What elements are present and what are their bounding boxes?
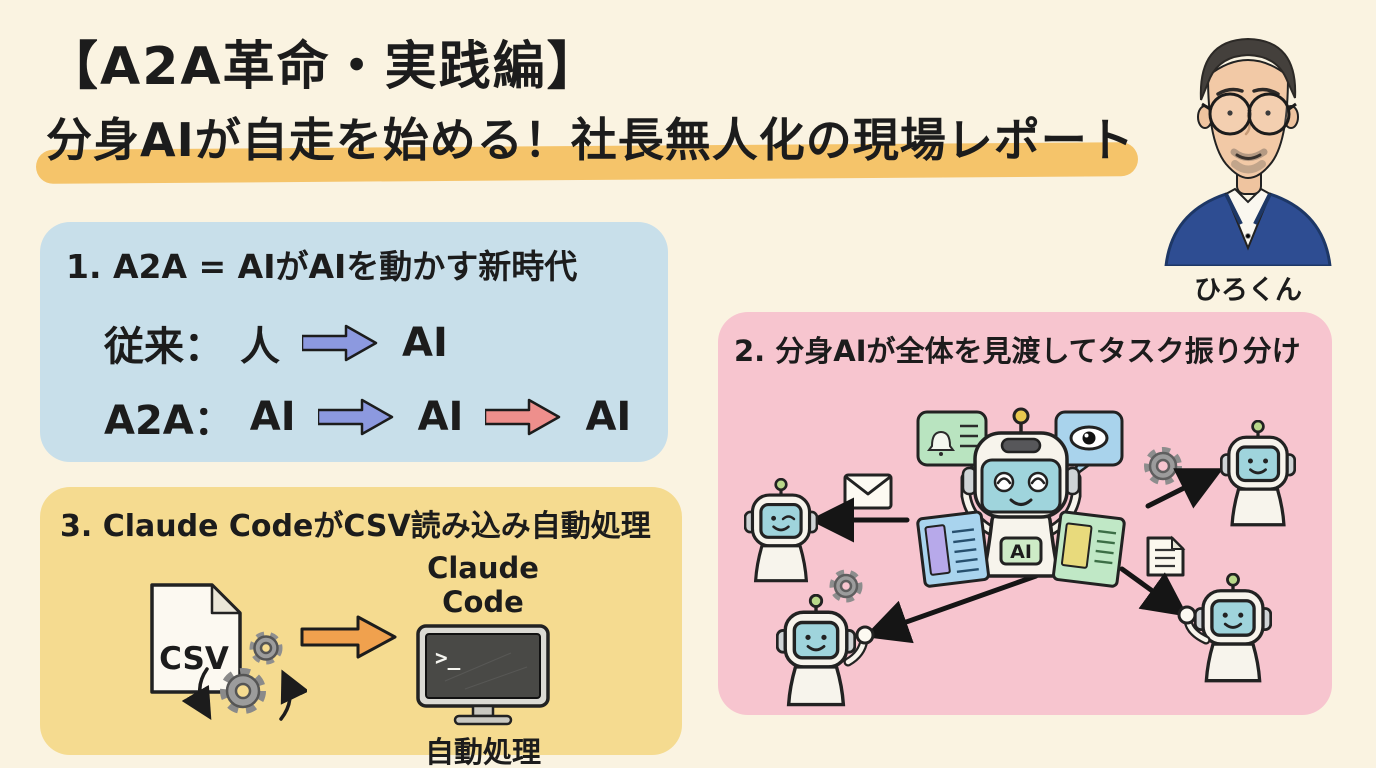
csv-file-illustration: CSV	[150, 583, 307, 721]
task-panel-green	[1052, 510, 1126, 588]
rotate-arrow-icon	[181, 667, 212, 721]
robot-worker-bottomleft	[776, 594, 875, 707]
gear-icon	[1144, 447, 1182, 485]
csv-file-icon: CSV	[150, 583, 242, 694]
title-line2: 分身AIが自走を始める！社長無人化の現場レポート	[46, 113, 1135, 167]
envelope-icon	[843, 473, 893, 510]
gear-icon	[829, 569, 863, 603]
terminal-caption: 自動処理	[424, 735, 541, 768]
blue-arrow-icon	[302, 324, 378, 362]
robot-worker-bottomright	[1177, 573, 1272, 683]
ai-badge-label: AI	[1010, 541, 1032, 563]
terminal-prompt: >_	[435, 646, 461, 670]
csv-label: CSV	[159, 641, 229, 677]
flow-a2a: A2A： AI AI AI	[104, 388, 631, 446]
title-line1: 【A2A革命・実践編】	[46, 37, 601, 97]
section2-title: 2. 分身AIが全体を見渡してタスク振り分け	[734, 334, 1301, 368]
task-panel-blue	[916, 510, 990, 588]
section-claude-code-csv: 3. Claude CodeがCSV読み込み自動処理 CSV	[40, 487, 682, 768]
section-a2a-new-era: 1. A2A = AIがAIを動かす新時代 従来： 人 AI A2A： AI A…	[40, 222, 668, 462]
row1-human: 人	[240, 324, 280, 370]
row2-label: A2A：	[104, 398, 234, 444]
portrait-jacket	[1164, 187, 1332, 266]
app-name: Claude Code	[427, 551, 539, 619]
robot-worker-topright	[1220, 420, 1296, 527]
author-name: ひろくん	[1194, 275, 1302, 306]
row2-ai-3: AI	[585, 394, 632, 440]
terminal-monitor-icon: >_	[416, 624, 550, 726]
section-task-dispatch: 2. 分身AIが全体を見渡してタスク振り分け	[718, 312, 1332, 715]
robot-worker-left	[744, 478, 818, 583]
dispatch-arrow-downright	[1119, 566, 1189, 617]
row2-ai-2: AI	[417, 394, 464, 440]
gear-icon	[249, 631, 283, 665]
robot-dispatch-scene: AI	[744, 407, 1296, 707]
section3-title: 3. Claude CodeがCSV読み込み自動処理	[60, 509, 651, 544]
flow-traditional: 従来： 人 AI	[104, 314, 448, 372]
blue-arrow-icon	[317, 398, 393, 436]
orange-arrow-icon	[300, 615, 397, 659]
gear-icon	[220, 668, 266, 714]
section1-title: 1. A2A = AIがAIを動かす新時代	[66, 247, 578, 286]
claude-code-terminal: Claude Code >_ 自動処理	[388, 551, 578, 768]
glasses-icon	[1201, 92, 1297, 136]
author-portrait	[1164, 37, 1332, 266]
dispatch-arrow-upright	[1145, 468, 1224, 509]
row1-label: 従来：	[104, 324, 224, 370]
row2-ai-1: AI	[249, 394, 296, 440]
dispatch-arrow-downleft	[863, 573, 1039, 644]
robot-central: AI	[916, 407, 1126, 588]
rotate-arrow-icon	[279, 669, 307, 721]
row1-ai: AI	[402, 320, 448, 366]
document-icon	[1146, 535, 1186, 577]
red-arrow-icon	[485, 398, 561, 436]
